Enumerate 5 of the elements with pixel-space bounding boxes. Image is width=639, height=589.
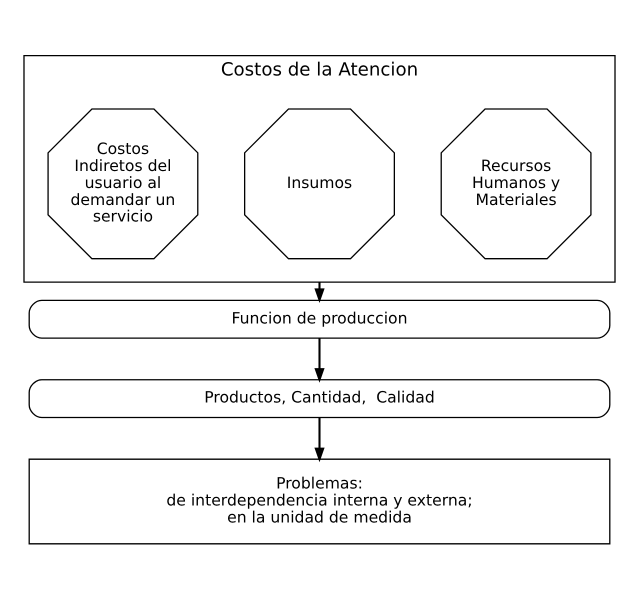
- arrow: [314, 338, 325, 383]
- node-box: Productos, Cantidad, Calidad: [28, 379, 610, 418]
- node-box: Problemas: de interdependencia interna y externa; en la unidad de medida: [28, 458, 610, 544]
- node-box: Funcion de produccion: [28, 300, 610, 339]
- arrow: [314, 418, 325, 462]
